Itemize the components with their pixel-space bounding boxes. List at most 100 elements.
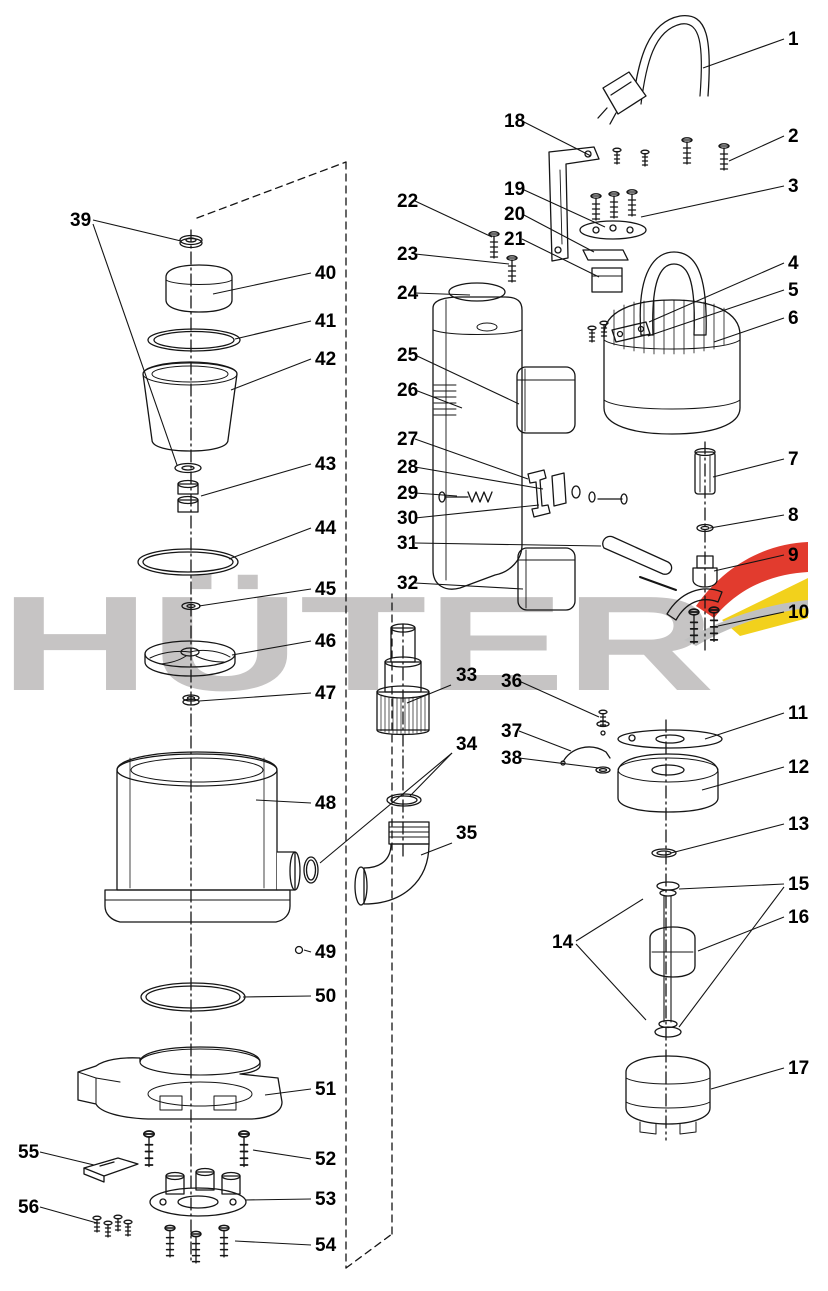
part-5-bracket xyxy=(587,320,651,343)
callout-leader-28 xyxy=(414,466,544,490)
part-41-seal-ring xyxy=(147,328,241,352)
callout-leader-21 xyxy=(521,238,600,278)
callout-number-2: 2 xyxy=(788,126,799,147)
callout-leader-19 xyxy=(521,188,606,228)
callout-leader-31 xyxy=(414,542,602,547)
part-50-o-ring xyxy=(140,982,246,1012)
callout-number-9: 9 xyxy=(788,545,799,566)
callout-leader-20 xyxy=(521,213,595,253)
callout-leader-53 xyxy=(244,1198,312,1201)
callout-leader-54 xyxy=(234,1240,312,1246)
callout-leader-6 xyxy=(713,317,785,343)
callout-number-12: 12 xyxy=(788,757,809,778)
part-18-bracket xyxy=(548,146,600,262)
callout-leader-41 xyxy=(234,320,312,340)
part-33-hose-adapter xyxy=(376,623,430,736)
callout-leader-45 xyxy=(198,588,312,607)
callout-number-42: 42 xyxy=(315,349,336,370)
callout-leader-34 xyxy=(319,752,453,864)
callout-leader-26 xyxy=(414,389,463,409)
callout-leader-43 xyxy=(200,463,312,497)
part-2-screws xyxy=(612,137,730,171)
callout-leader-39 xyxy=(92,219,182,242)
part-43-shaft-seals xyxy=(174,462,202,513)
callout-leader-15 xyxy=(678,883,785,890)
callout-number-45: 45 xyxy=(315,579,337,600)
callout-number-48: 48 xyxy=(315,793,336,814)
callout-number-26: 26 xyxy=(397,380,418,401)
callout-number-31: 31 xyxy=(397,533,419,554)
part-48-pump-housing xyxy=(104,751,301,923)
watermark-text: HÜTER xyxy=(0,568,715,719)
part-53-filter-plate xyxy=(149,1167,247,1217)
callout-leader-7 xyxy=(712,458,785,478)
callout-leader-9 xyxy=(713,554,785,572)
part-55-plate xyxy=(83,1157,139,1183)
part-11-plate xyxy=(617,729,723,749)
part-31-lever xyxy=(602,535,677,591)
callout-number-19: 19 xyxy=(504,179,525,200)
callout-leader-14 xyxy=(575,898,644,942)
callout-leader-5 xyxy=(647,289,785,337)
callouts-layer: 1234567891011121314151617181920212223242… xyxy=(18,29,810,1256)
callout-leader-52 xyxy=(252,1149,312,1160)
callout-number-28: 28 xyxy=(397,457,418,478)
callout-number-44: 44 xyxy=(315,518,337,539)
part-46-impeller xyxy=(144,640,236,677)
callout-number-29: 29 xyxy=(397,483,418,504)
callout-leader-46 xyxy=(231,640,312,656)
callout-leader-33 xyxy=(406,684,452,704)
callout-leader-10 xyxy=(717,611,785,627)
callout-number-17: 17 xyxy=(788,1058,809,1079)
part-49-pin xyxy=(294,945,304,955)
callout-number-36: 36 xyxy=(501,671,522,692)
part-39-nut xyxy=(179,234,203,249)
part-26-ribs xyxy=(433,384,457,416)
part-29-screw-spring xyxy=(438,491,493,503)
part-40-cap xyxy=(165,264,233,313)
center-lines xyxy=(190,229,706,1263)
callout-number-34: 34 xyxy=(456,734,478,755)
logo-gray-swoosh xyxy=(684,600,808,646)
callout-number-54: 54 xyxy=(315,1235,337,1256)
callout-number-35: 35 xyxy=(456,823,478,844)
part-36-screw-clip xyxy=(596,709,610,736)
part-7-tube xyxy=(694,447,716,495)
callout-leader-29 xyxy=(414,492,458,497)
callout-leader-13 xyxy=(670,823,785,854)
callout-leader-18 xyxy=(521,120,592,157)
part-23-screw xyxy=(506,255,518,283)
part-52-screws xyxy=(142,1130,251,1168)
callout-number-18: 18 xyxy=(504,111,525,132)
callout-number-21: 21 xyxy=(504,229,526,250)
callout-number-16: 16 xyxy=(788,907,809,928)
callout-number-14: 14 xyxy=(552,932,574,953)
part-15-washers-top xyxy=(656,881,680,897)
callout-number-8: 8 xyxy=(788,505,799,526)
callout-number-7: 7 xyxy=(788,449,799,470)
callout-number-49: 49 xyxy=(315,942,336,963)
part-42-cup xyxy=(142,361,238,452)
part-16-float xyxy=(649,895,696,1023)
callout-number-20: 20 xyxy=(504,204,525,225)
part-15-washers-bottom xyxy=(654,1019,682,1038)
callout-number-10: 10 xyxy=(788,602,809,623)
callout-number-40: 40 xyxy=(315,263,336,284)
callout-leader-15 xyxy=(678,886,785,1028)
callout-number-52: 52 xyxy=(315,1149,336,1170)
callout-leader-11 xyxy=(704,712,785,740)
part-20-gasket-plate xyxy=(582,249,629,261)
callout-leader-37 xyxy=(518,730,572,752)
part-25-capacitor xyxy=(516,366,576,434)
callout-leader-27 xyxy=(414,438,529,480)
logo-red-swoosh xyxy=(696,542,808,618)
callout-number-22: 22 xyxy=(397,191,418,212)
watermark-logo xyxy=(684,542,808,646)
callout-leader-48 xyxy=(255,799,312,804)
callout-number-24: 24 xyxy=(397,283,419,304)
callout-number-55: 55 xyxy=(18,1142,40,1163)
callout-leader-55 xyxy=(39,1151,95,1166)
part-9-fitting xyxy=(666,555,723,621)
